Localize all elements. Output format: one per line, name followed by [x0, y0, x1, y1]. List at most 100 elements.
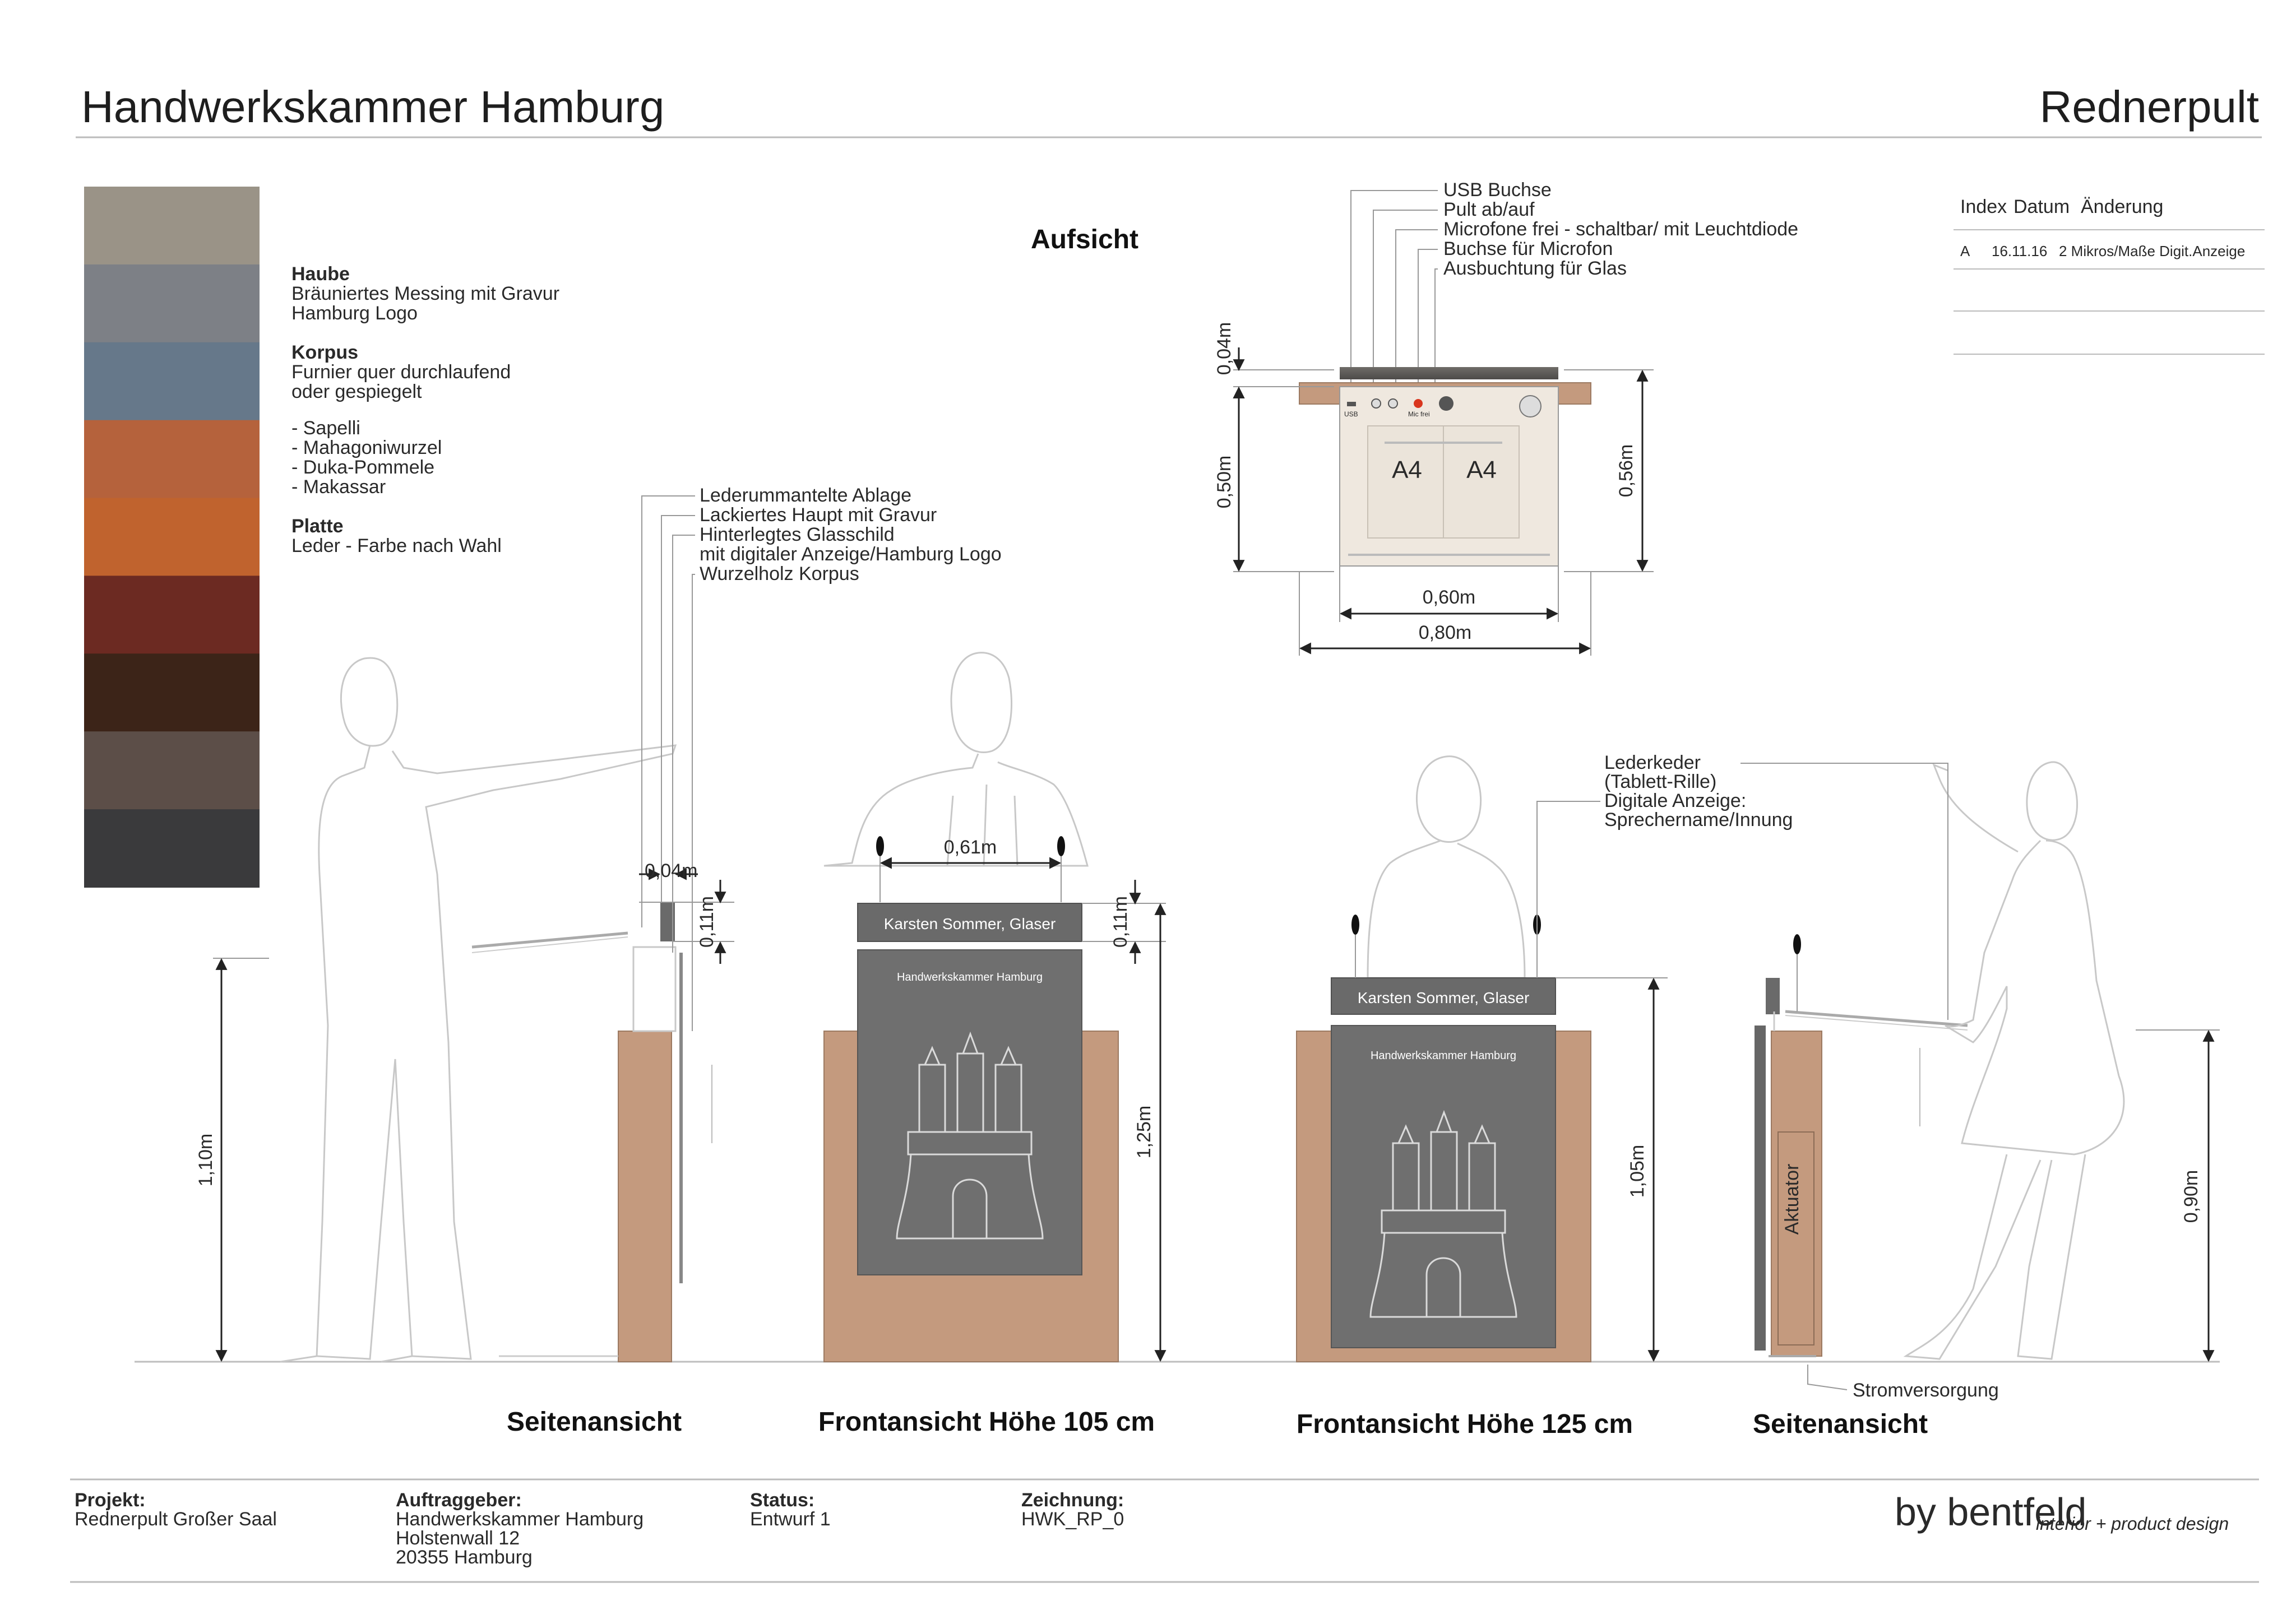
glass-recess-icon [1519, 395, 1542, 417]
button-icon [1371, 398, 1381, 409]
front-105-nameplate [857, 903, 1082, 942]
wood-item: - Duka-Pommele [291, 457, 434, 478]
callout-leather-tray: Lederummantelte Ablage [700, 485, 911, 506]
material-swatches [84, 187, 260, 888]
korpus-line-1: Furnier quer durchlaufend [291, 361, 511, 383]
dim-top-060: 0,60m [1423, 587, 1476, 608]
top-view-callouts: USB Buchse Pult ab/auf Microfone frei - … [1350, 179, 1798, 387]
mic-icon [1057, 836, 1065, 856]
front-105-glass-panel [857, 949, 1082, 1275]
material-swatch [84, 498, 260, 577]
zeichnung-value: HWK_RP_0 [1021, 1509, 1124, 1530]
dim-top-080: 0,80m [1419, 622, 1472, 643]
left-side-callouts: Lederummantelte Ablage Lackiertes Haupt … [641, 485, 1002, 1031]
front-105-nameplate-text: Karsten Sommer, Glaser [884, 915, 1056, 932]
dim-left-height: 1,10m [195, 1134, 216, 1187]
top-view-dimensions: 0,04m 0,50m 0,56m 0,60m 0,80m [1214, 322, 1654, 656]
top-view-plan: A4 A4 USB Mic frei [1299, 367, 1591, 567]
revision-table: Index Datum Änderung A 16.11.16 2 Mikros… [1954, 196, 2265, 355]
mic-icon [876, 836, 884, 856]
left-side-dimensions: 0,11m 0,04m 1,10m [195, 860, 734, 1362]
mic-icon [1793, 934, 1801, 954]
brand-name: by bentfeld [1895, 1490, 2086, 1534]
left-side-lectern [471, 902, 712, 1362]
platte-title: Platte [291, 516, 344, 537]
material-swatch [84, 731, 260, 810]
dim-front105-width: 0,61m [944, 837, 997, 858]
dim-left-head: 0,11m [696, 896, 718, 948]
auftraggeber-line-2: Holstenwall 12 [396, 1528, 520, 1549]
mic-led-icon [1414, 399, 1423, 408]
wood-item: - Mahagoniwurzel [291, 437, 442, 458]
callout-wood-body: Wurzelholz Korpus [700, 563, 859, 584]
mic-icon [1351, 915, 1359, 935]
front-105-figure [823, 652, 1089, 867]
material-swatch [84, 653, 260, 732]
front-125-title: Frontansicht Höhe 125 cm [1297, 1409, 1633, 1439]
material-swatch [84, 420, 260, 499]
front-105-title: Frontansicht Höhe 105 cm [818, 1407, 1155, 1437]
front-105-panel-text: Handwerkskammer Hamburg [897, 971, 1043, 983]
wood-item: - Makassar [291, 476, 386, 498]
zeichnung-label: Zeichnung: [1021, 1490, 1124, 1511]
front-125-glass-panel [1331, 1025, 1556, 1348]
revision-header-date: Datum [2013, 196, 2070, 217]
left-side-leather-tray [471, 931, 628, 949]
callout-mic-socket: Buchse für Microfon [1443, 238, 1613, 259]
revision-date: 16.11.16 [1992, 243, 2047, 259]
right-side-dimensions: 0,90m [2136, 1029, 2220, 1362]
wood-item: - Sapelli [291, 417, 360, 439]
callout-glass-sign: Hinterlegtes Glasschild [700, 524, 895, 545]
revision-index: A [1960, 243, 1970, 259]
callout-glass: Ausbuchtung für Glas [1443, 258, 1627, 279]
left-side-figure [280, 657, 677, 1363]
revision-header-change: Änderung [2081, 196, 2163, 217]
right-side-lectern: Aktuator [1755, 934, 1968, 1357]
front-125-dimensions: 1,05m [1556, 977, 1668, 1362]
dim-top-004: 0,04m [1214, 322, 1235, 375]
brand-subtitle: interior + product design [2036, 1514, 2229, 1534]
dim-front105-height: 1,25m [1133, 1106, 1155, 1159]
materials-legend: Haube Bräuniertes Messing mit Gravur Ham… [291, 263, 559, 556]
right-side-title: Seitenansicht [1753, 1409, 1928, 1439]
usb-port-icon [1347, 402, 1356, 406]
paper-label-a4: A4 [1392, 456, 1422, 484]
header-title-left: Handwerkskammer Hamburg [81, 82, 664, 132]
dim-top-050: 0,50m [1214, 456, 1235, 509]
front-125-panel-text: Handwerkskammer Hamburg [1371, 1050, 1516, 1062]
front-105-dimensions: 0,61m 0,11m 1,25m [879, 837, 1166, 1362]
header-title-right: Rednerpult [2040, 82, 2259, 132]
dim-right-height: 0,90m [2181, 1170, 2202, 1223]
material-swatch [84, 187, 260, 265]
top-head-strip [1340, 367, 1558, 379]
haube-line-2: Hamburg Logo [291, 303, 418, 324]
callout-lacquered-head: Lackiertes Haupt mit Gravur [700, 504, 937, 526]
right-side-head [1766, 978, 1780, 1014]
callout-tablet-groove: (Tablett-Rille) [1604, 771, 1716, 792]
callout-speaker-name: Sprechername/Innung [1604, 809, 1793, 830]
callout-digital-display: mit digitaler Anzeige/Hamburg Logo [700, 544, 1002, 565]
left-side-wood-body [618, 1031, 672, 1362]
front-125-lectern: Karsten Sommer, Glaser Handwerkskammer H… [1296, 915, 1591, 1362]
material-swatch [84, 576, 260, 655]
material-swatch [84, 342, 260, 421]
auftraggeber-line-3: 20355 Hamburg [396, 1547, 533, 1568]
title-block: Projekt: Rednerpult Großer Saal Auftragg… [75, 1490, 2229, 1568]
status-value: Entwurf 1 [750, 1509, 831, 1530]
paper-label-a4: A4 [1466, 456, 1497, 484]
front-105-lectern: Karsten Sommer, Glaser Handwerkskammer H… [823, 836, 1119, 1362]
dim-front125-height: 1,05m [1627, 1145, 1648, 1198]
actuator-label: Aktuator [1781, 1164, 1803, 1235]
right-side-figure [1903, 761, 2125, 1360]
front-125-nameplate-text: Karsten Sommer, Glaser [1358, 989, 1530, 1006]
auftraggeber-label: Auftraggeber: [396, 1490, 522, 1511]
right-side-leather-tray [1785, 1010, 1968, 1027]
top-view-title: Aufsicht [1031, 225, 1138, 254]
actuator-box [1777, 1131, 1814, 1345]
material-swatch [84, 264, 260, 343]
platte-line-1: Leder - Farbe nach Wahl [291, 535, 502, 556]
projekt-value: Rednerpult Großer Saal [75, 1509, 277, 1530]
dim-front105-head: 0,11m [1110, 896, 1131, 948]
dim-left-thickness: 0,04m [645, 860, 698, 881]
